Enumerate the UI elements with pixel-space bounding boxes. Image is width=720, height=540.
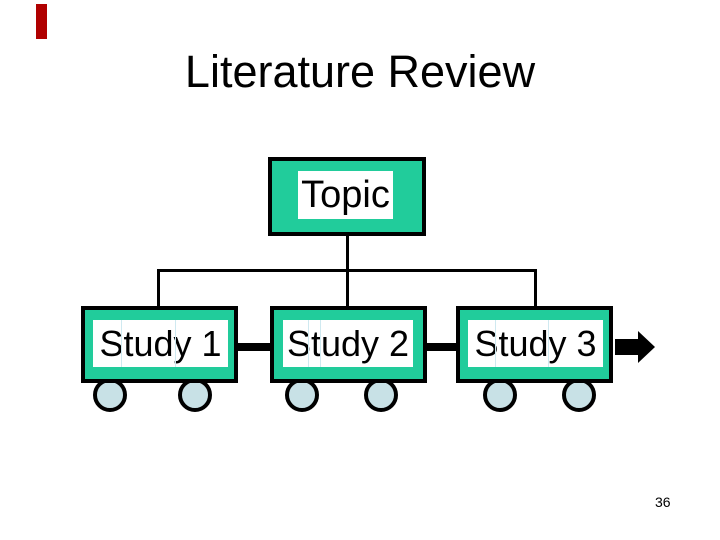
label-seam [175, 320, 176, 367]
wagon-wheel-icon [178, 378, 212, 412]
red-accent-mark [36, 4, 47, 39]
study-3-node[interactable]: Study 3 [456, 306, 613, 383]
connector-stub-right [534, 269, 537, 306]
study-3-label: Study 3 [468, 320, 603, 367]
label-seam [308, 320, 309, 367]
wagon-wheel-icon [562, 378, 596, 412]
wagon-wheel-icon [364, 378, 398, 412]
connector-stub-left [157, 269, 160, 306]
coupling-line-1 [236, 343, 272, 351]
wagon-wheel-icon [285, 378, 319, 412]
study-1-label: Study 1 [93, 320, 228, 367]
wagon-wheel-icon [483, 378, 517, 412]
topic-node[interactable]: Topic [268, 157, 426, 236]
slide-title: Literature Review [184, 46, 536, 97]
coupling-line-2 [425, 343, 458, 351]
right-block-arrow-icon [615, 331, 655, 363]
study-1-node[interactable]: Study 1 [81, 306, 238, 383]
topic-label: Topic [298, 171, 393, 219]
wagon-wheel-icon [93, 378, 127, 412]
label-seam [121, 320, 122, 367]
page-number: 36 [655, 494, 671, 510]
label-seam [548, 320, 549, 367]
study-2-label: Study 2 [283, 320, 413, 367]
label-seam [495, 320, 496, 367]
label-seam [320, 320, 321, 367]
study-2-node[interactable]: Study 2 [270, 306, 427, 383]
connector-horizontal-line [157, 269, 537, 272]
